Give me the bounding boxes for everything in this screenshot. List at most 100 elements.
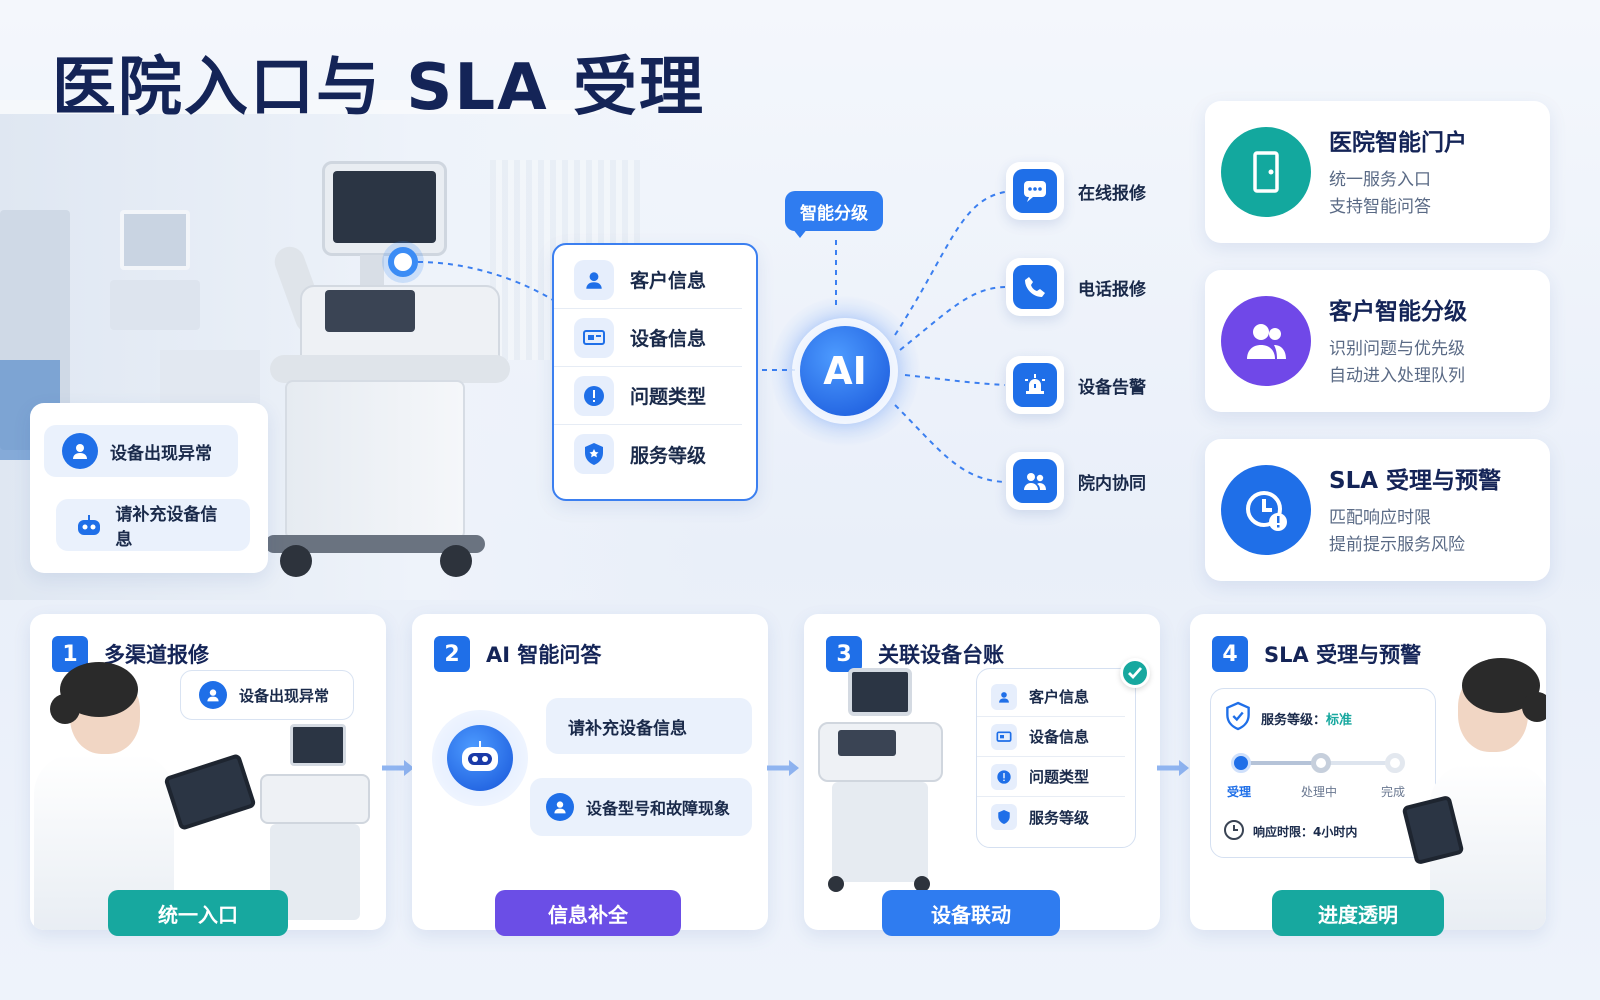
step1-bubble: 设备出现异常 <box>180 670 354 720</box>
chat-card: 设备出现异常 请补充设备信息 <box>30 403 268 573</box>
feature-line: 支持智能问答 <box>1329 197 1431 217</box>
step-header: 4 SLA 受理与预警 <box>1212 636 1421 672</box>
channel-label: 在线报修 <box>1078 183 1146 204</box>
info-row-issue: 问题类型 <box>554 367 742 425</box>
info-panel: 客户信息 设备信息 问题类型 服务等级 <box>552 243 758 501</box>
step3-row-customer: 客户信息 <box>977 677 1125 717</box>
tablet-image <box>163 753 257 831</box>
step-card-1: 1 多渠道报修 设备出现异常 <box>30 614 386 930</box>
ai-tag-label: 智能分级 <box>800 203 868 224</box>
clock-alert-icon <box>1221 465 1311 555</box>
channel-label: 电话报修 <box>1078 279 1146 300</box>
response-row: 响应时限： 4小时内 <box>1223 819 1357 844</box>
chat-bot-message: 请补充设备信息 <box>115 505 218 550</box>
info-label: 设备信息 <box>630 328 707 350</box>
user-icon <box>62 433 98 469</box>
arrow-right-icon <box>767 760 799 776</box>
channel-internal[interactable]: 院内协同 <box>1006 452 1146 510</box>
info-row-service-level: 服务等级 <box>554 425 742 483</box>
user-icon <box>199 681 227 709</box>
response-value: 4小时内 <box>1313 825 1358 839</box>
progress-stage-label: 受理 <box>1227 785 1252 799</box>
feature-line: 统一服务入口 <box>1329 170 1431 190</box>
step1-bubble-text: 设备出现异常 <box>239 686 330 705</box>
step-title: AI 智能问答 <box>486 643 602 667</box>
service-level-value: 标准 <box>1326 712 1353 728</box>
ultrasound-machine-image <box>250 155 510 577</box>
step3-row-issue: 问题类型 <box>977 757 1125 797</box>
door-icon <box>1221 127 1311 217</box>
check-icon <box>1120 658 1150 688</box>
channel-device-alarm[interactable]: 设备告警 <box>1006 356 1146 414</box>
channel-label: 设备告警 <box>1078 377 1146 398</box>
robot-icon <box>447 725 513 791</box>
chat-user-bubble: 设备出现异常 <box>44 425 238 477</box>
feature-line: 识别问题与优先级 <box>1329 339 1465 359</box>
progress-fill <box>1241 761 1321 765</box>
feature-card-grading: 客户智能分级 识别问题与优先级 自动进入处理队列 <box>1205 270 1550 412</box>
step-header: 2 AI 智能问答 <box>434 636 601 672</box>
phone-icon <box>1013 265 1057 309</box>
shield-icon <box>574 434 614 474</box>
step2-pill: 信息补全 <box>495 890 681 936</box>
step2-user-text: 设备型号和故障现象 <box>586 799 731 818</box>
service-level-label: 服务等级： <box>1261 712 1327 728</box>
shield-icon <box>1225 701 1251 735</box>
response-label: 响应时限： <box>1253 825 1314 839</box>
arrow-right-icon <box>1157 760 1189 776</box>
progress-dot-accepted <box>1231 753 1251 773</box>
robot-avatar <box>432 710 528 806</box>
step-title: 关联设备台账 <box>878 643 1004 667</box>
step4-pill: 进度透明 <box>1272 890 1444 936</box>
info-row-customer: 客户信息 <box>554 251 742 309</box>
step-title: SLA 受理与预警 <box>1264 643 1422 667</box>
step-number: 2 <box>434 636 470 672</box>
step-header: 3 关联设备台账 <box>826 636 1004 672</box>
service-level-row: 服务等级： 标准 <box>1225 701 1352 735</box>
feature-line: 自动进入处理队列 <box>1329 366 1465 386</box>
group-icon <box>1013 459 1057 503</box>
robot-icon <box>74 507 103 543</box>
ai-tag-tail <box>792 228 808 238</box>
info-row-device: 设备信息 <box>554 309 742 367</box>
shield-icon <box>991 804 1017 830</box>
customer-icon <box>574 259 614 300</box>
channel-online[interactable]: 在线报修 <box>1006 162 1146 220</box>
feature-line: 匹配响应时限 <box>1329 508 1431 528</box>
channel-label: 院内协同 <box>1078 473 1146 494</box>
step-card-3: 3 关联设备台账 客户信息 设备信息 问题类型 服务等级 <box>804 614 1160 930</box>
ai-tag: 智能分级 <box>785 191 883 231</box>
step3-row-label: 客户信息 <box>1029 688 1090 706</box>
channel-phone[interactable]: 电话报修 <box>1006 258 1146 316</box>
info-label: 问题类型 <box>630 386 707 408</box>
customer-icon <box>991 683 1017 710</box>
progress-stage-label: 完成 <box>1381 785 1406 799</box>
device-icon <box>991 723 1017 750</box>
step-card-4: 4 SLA 受理与预警 服务等级： 标准 受理 处理中 完成 响应时限： 4小时… <box>1190 614 1546 930</box>
feature-title: 医院智能门户 <box>1329 130 1467 156</box>
step3-row-device: 设备信息 <box>977 717 1125 757</box>
sla-status-panel: 服务等级： 标准 受理 处理中 完成 响应时限： 4小时内 <box>1210 688 1436 858</box>
step3-row-label: 设备信息 <box>1029 728 1090 746</box>
arrow-right-icon <box>382 760 414 776</box>
users-icon <box>1221 296 1311 386</box>
clock-icon <box>1223 819 1245 844</box>
device-icon <box>574 317 614 358</box>
user-icon <box>546 793 574 821</box>
step-card-2: 2 AI 智能问答 请补充设备信息 设备型号和故障现象 <box>412 614 768 930</box>
chat-icon <box>1013 169 1057 213</box>
ai-hub-label: AI <box>823 349 867 393</box>
progress-stage-label: 处理中 <box>1301 785 1338 799</box>
alarm-icon <box>1013 363 1057 407</box>
step3-row-service-level: 服务等级 <box>977 797 1125 837</box>
alert-icon <box>991 763 1017 790</box>
machine-link-dot <box>388 247 418 277</box>
chat-bot-bubble: 请补充设备信息 <box>56 499 250 551</box>
step3-info-list: 客户信息 设备信息 问题类型 服务等级 <box>976 668 1136 848</box>
feature-title: 客户智能分级 <box>1329 299 1467 325</box>
feature-card-portal: 医院智能门户 统一服务入口 支持智能问答 <box>1205 101 1550 243</box>
ultrasound-small-image <box>818 664 948 904</box>
step2-user-bubble: 设备型号和故障现象 <box>530 778 752 836</box>
step-title: 多渠道报修 <box>104 643 209 667</box>
